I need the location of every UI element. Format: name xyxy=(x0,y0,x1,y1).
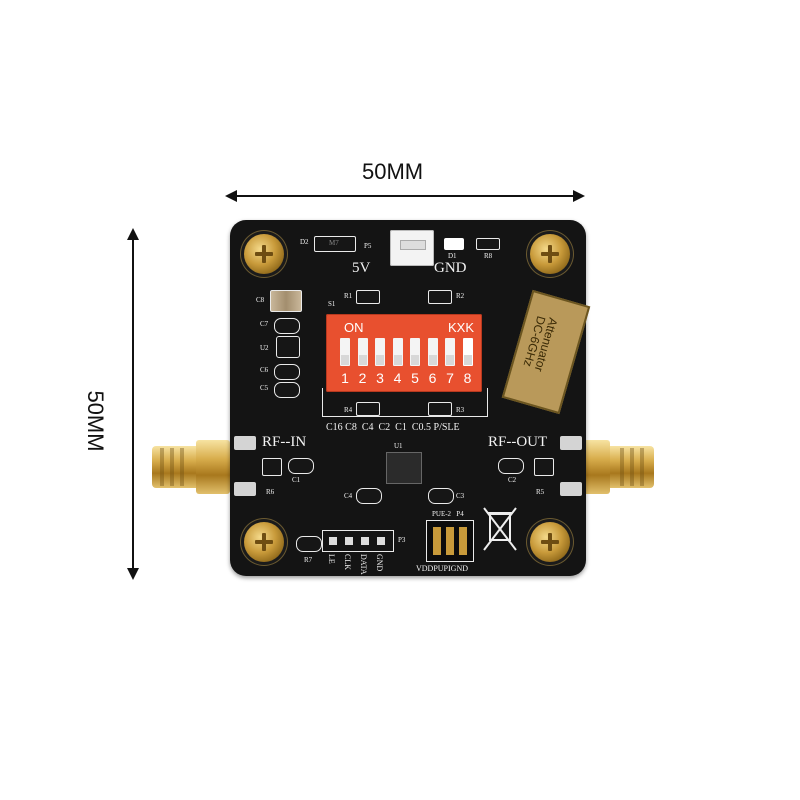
header-pin-label: GND xyxy=(375,554,384,572)
refdes-r4: R4 xyxy=(344,406,353,414)
resistor-r4 xyxy=(356,402,380,416)
refdes-c1: C1 xyxy=(292,476,301,484)
pue-pins-label: VDDPUPIGND xyxy=(416,564,469,573)
refdes-c2: C2 xyxy=(508,476,517,484)
resistor-r1 xyxy=(356,290,380,304)
power-connector xyxy=(390,230,434,266)
mounting-screw-bottom-left xyxy=(244,522,284,562)
refdes-r2: R2 xyxy=(456,292,465,300)
refdes-c7: C7 xyxy=(260,320,269,328)
dip-bit-labels: C16 C8 C4 C2 C1 C0.5 P/SLE xyxy=(326,422,460,433)
refdes-r7: R7 xyxy=(304,556,313,564)
header-pin-label: CLK xyxy=(343,554,352,570)
rf-out-ground-pad-top xyxy=(560,436,582,450)
control-header-p3[interactable] xyxy=(322,530,394,552)
refdes-p3: P3 xyxy=(398,536,406,544)
rf-out-ground-pad-bottom xyxy=(560,482,582,496)
capacitor-c1 xyxy=(288,458,314,474)
dip-switch-number: 4 xyxy=(393,370,402,386)
refdes-c3: C3 xyxy=(456,492,465,500)
dip-switch-lever-3[interactable] xyxy=(375,338,385,366)
label-5v: 5V xyxy=(352,260,371,276)
refdes-u1: U1 xyxy=(394,442,403,450)
rf-in-ground-pad-bottom xyxy=(234,482,256,496)
label-rf-in: RF--IN xyxy=(262,434,307,450)
capacitor-c8 xyxy=(270,290,302,312)
mounting-screw-top-right xyxy=(530,234,570,274)
resistor-r2 xyxy=(428,290,452,304)
dip-switch-number: 7 xyxy=(446,370,454,386)
led-d1 xyxy=(444,238,464,250)
dip-brand-label: KXK xyxy=(448,320,475,335)
refdes-c6: C6 xyxy=(260,366,269,374)
dip-switch-number: 2 xyxy=(358,370,367,386)
header-pin-label: DATA xyxy=(359,554,368,575)
refdes-c5: C5 xyxy=(260,384,269,392)
capacitor-c5 xyxy=(274,382,300,398)
refdes-p5: P5 xyxy=(364,242,372,250)
dip-switch-number: 5 xyxy=(411,370,419,386)
dip-switch-number: 6 xyxy=(428,370,437,386)
refdes-s1: S1 xyxy=(328,300,336,308)
mounting-screw-top-left xyxy=(244,234,284,274)
pue-header-p4[interactable] xyxy=(426,520,474,562)
dip-switch-lever-1[interactable] xyxy=(340,338,350,366)
dip-switch-number: 1 xyxy=(341,370,349,386)
width-arrow xyxy=(225,190,585,202)
resistor-r8 xyxy=(476,238,500,250)
capacitor-c6 xyxy=(274,364,300,380)
capacitor-c7 xyxy=(274,318,300,334)
height-label: 50MM xyxy=(83,390,108,452)
regulator-u2 xyxy=(276,336,300,358)
weee-bin-icon xyxy=(483,507,517,551)
rf-in-ground-pad-top xyxy=(234,436,256,450)
capacitor-c3 xyxy=(428,488,454,504)
attenuator-side-label: Attenuator DC-6GHz xyxy=(501,289,591,415)
refdes-u2: U2 xyxy=(260,344,269,352)
resistor-r3 xyxy=(428,402,452,416)
height-arrow xyxy=(127,228,139,580)
dip-switch-lever-7[interactable] xyxy=(445,338,455,366)
resistor-r5 xyxy=(534,458,554,476)
refdes-r6: R6 xyxy=(266,488,275,496)
dip-silk-outline xyxy=(322,388,488,417)
refdes-d2: D2 xyxy=(300,238,309,246)
refdes-r8: R8 xyxy=(484,252,493,260)
capacitor-c2 xyxy=(498,458,524,474)
refdes-c4: C4 xyxy=(344,492,353,500)
refdes-m7: M7 xyxy=(329,239,339,247)
diode-m7: M7 xyxy=(314,236,356,252)
mounting-screw-bottom-right xyxy=(530,522,570,562)
pcb-board: D2 M7 P5 5V GND D1 R8 C8 C7 U2 C6 C5 S1 … xyxy=(230,220,591,576)
refdes-d1: D1 xyxy=(448,252,457,260)
refdes-r1: R1 xyxy=(344,292,353,300)
dip-switch-lever-6[interactable] xyxy=(427,338,438,366)
dip-switch-number: 3 xyxy=(376,370,384,386)
dip-switch-lever-4[interactable] xyxy=(392,338,403,366)
dip-switch-lever-2[interactable] xyxy=(357,338,368,366)
dip-switch-lever-5[interactable] xyxy=(410,338,420,366)
width-label: 50MM xyxy=(362,159,424,184)
dip-switch-number: 8 xyxy=(463,370,472,386)
dip-on-label: ON xyxy=(344,320,364,335)
refdes-r5: R5 xyxy=(536,488,545,496)
dip-switch-lever-8[interactable] xyxy=(462,338,473,366)
label-rf-out: RF--OUT xyxy=(488,434,548,450)
refdes-c8: C8 xyxy=(256,296,265,304)
attenuator-ic-u1 xyxy=(386,452,422,484)
capacitor-c4 xyxy=(356,488,382,504)
resistor-r7 xyxy=(296,536,322,552)
label-gnd: GND xyxy=(434,260,467,276)
pue-header-label: PUE-2 P4 xyxy=(432,510,464,518)
refdes-r3: R3 xyxy=(456,406,465,414)
resistor-r6 xyxy=(262,458,282,476)
header-pin-label: LE xyxy=(327,554,336,564)
